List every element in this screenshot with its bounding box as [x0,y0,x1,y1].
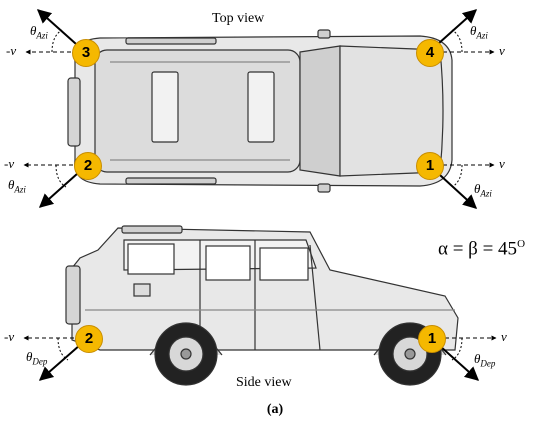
side-sensor-badge-2: 2 [75,325,103,353]
neg-velocity-label-side-2: -v [4,329,15,344]
sensor-badge-1: 1 [416,152,444,180]
theta-dep-label-1: θDep [474,351,496,369]
side-view-car [65,225,459,386]
top-view-title: Top view [212,11,265,26]
neg-velocity-label-2: -v [4,156,15,171]
theta-azi-label-3: θAzi [30,23,48,41]
theta-dep-label-2: θDep [26,349,48,367]
sensor-badge-4: 4 [416,39,444,67]
figure-label: (a) [266,402,284,417]
sensor-badge-3: 3 [72,39,100,67]
side-view-title: Side view [236,375,292,390]
velocity-label-1: v [499,156,505,171]
sensor-badge-2: 2 [74,152,102,180]
velocity-label-side-1: v [501,329,507,344]
angle-equation: α = β = 45O [438,238,526,260]
theta-azi-label-4: θAzi [470,23,488,41]
top-view-car [67,29,453,193]
velocity-label-4: v [499,43,505,58]
theta-azi-label-2: θAzi [8,177,26,195]
side-sensor-badge-1: 1 [418,325,446,353]
theta-azi-label-1: θAzi [474,181,492,199]
neg-velocity-label-3: -v [6,43,17,58]
